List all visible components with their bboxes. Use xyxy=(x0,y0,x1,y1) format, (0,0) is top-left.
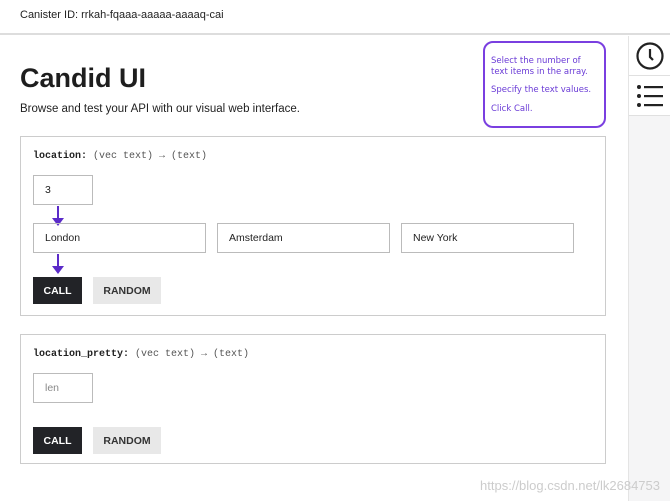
page-title: Candid UI xyxy=(20,63,146,93)
arrow-annotation xyxy=(52,254,64,274)
random-button[interactable]: RANDOM xyxy=(93,427,161,454)
clock-icon xyxy=(635,41,664,70)
method-card-location-pretty: location_pretty: (vec text) → (text) len… xyxy=(20,334,606,464)
call-button[interactable]: CALL xyxy=(33,427,82,454)
method-card-location: location: (vec text) → (text) 3 London A… xyxy=(20,136,606,316)
text-input-2[interactable]: Amsterdam xyxy=(217,223,390,253)
page-subtitle: Browse and test your API with our visual… xyxy=(20,103,300,115)
method-signature: location_pretty: (vec text) → (text) xyxy=(33,349,250,360)
watermark: https://blog.csdn.net/lk2684753 xyxy=(480,478,660,493)
top-bar: Canister ID: rrkah-fqaaa-aaaaa-aaaaq-cai xyxy=(0,0,670,35)
arrow-annotation xyxy=(52,206,64,226)
random-button[interactable]: RANDOM xyxy=(93,277,161,304)
methods-list-button[interactable] xyxy=(629,76,670,116)
sidebar xyxy=(628,36,670,501)
list-icon xyxy=(636,84,663,107)
canister-id: Canister ID: rrkah-fqaaa-aaaaa-aaaaq-cai xyxy=(20,9,224,21)
help-step-1: Select the number of text items in the a… xyxy=(491,56,588,77)
help-step-2: Specify the text values. xyxy=(491,85,592,96)
help-step-3: Click Call. xyxy=(491,103,533,114)
call-button[interactable]: CALL xyxy=(33,277,82,304)
help-callout: Select the number of text items in the a… xyxy=(483,41,606,128)
text-input-3[interactable]: New York xyxy=(401,223,574,253)
vec-length-input[interactable]: 3 xyxy=(33,175,93,205)
text-input-1[interactable]: London xyxy=(33,223,206,253)
vec-length-input[interactable]: len xyxy=(33,373,93,403)
history-button[interactable] xyxy=(629,36,670,76)
method-signature: location: (vec text) → (text) xyxy=(33,151,208,162)
